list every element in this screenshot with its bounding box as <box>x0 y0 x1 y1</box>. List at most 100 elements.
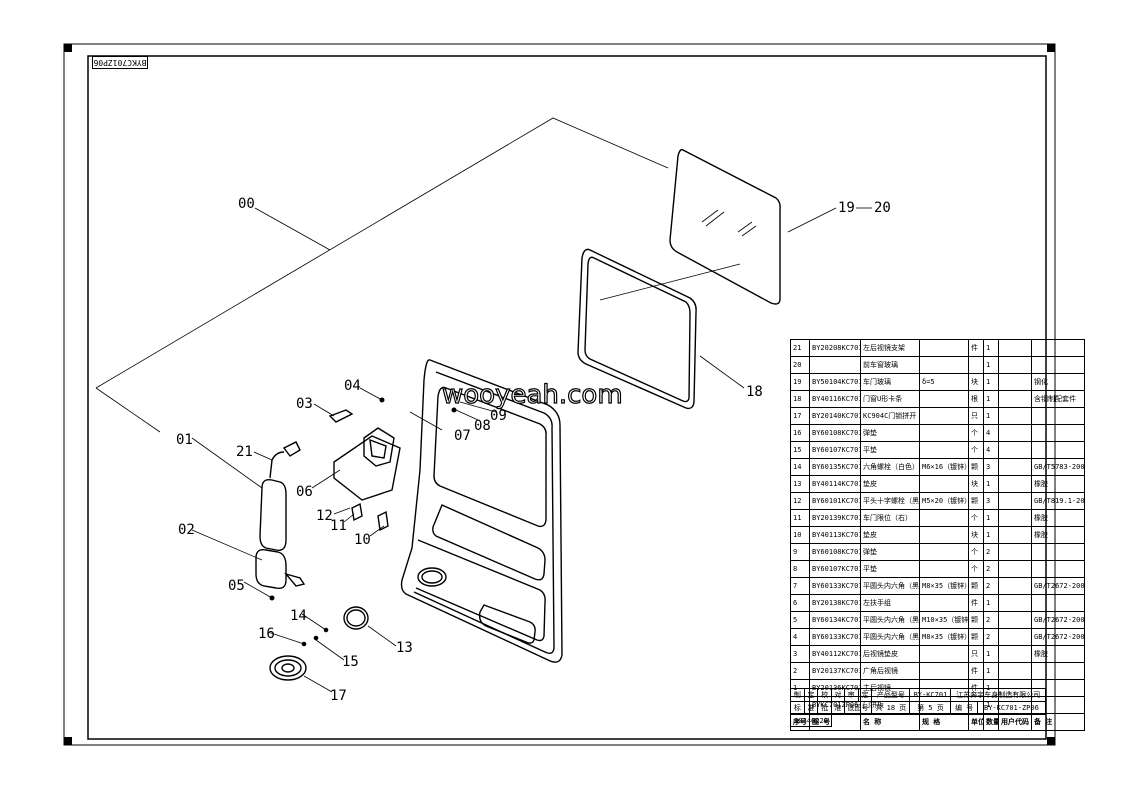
bom-cell-spec <box>919 543 969 561</box>
assembly-envelope <box>95 117 669 433</box>
bom-cell-spec <box>919 662 969 680</box>
bom-cell-qty: 1 <box>983 390 999 408</box>
bom-cell-qty: 2 <box>983 560 999 578</box>
bom-cell-qty: 1 <box>983 526 999 544</box>
bom-cell-mat <box>998 373 1032 391</box>
bom-cell-code: BY20140KC701 <box>809 407 861 425</box>
leader-lines <box>191 207 872 693</box>
callout-21: 21 <box>236 444 253 460</box>
callout-15: 15 <box>342 654 359 670</box>
bom-cell-name: 弹垫 <box>860 543 920 561</box>
bom-cell-qty: 2 <box>983 628 999 646</box>
callout-09: 09 <box>490 408 507 424</box>
bom-cell-name: 后视镜垫皮 <box>860 645 920 663</box>
bom-cell-unit: 个 <box>968 560 984 578</box>
bom-cell-code: BY60134KC701 <box>809 611 861 629</box>
bom-cell-no: 21 <box>790 339 810 357</box>
bom-cell-qty: 3 <box>983 492 999 510</box>
bom-cell-mat <box>998 492 1032 510</box>
callout-14: 14 <box>290 608 307 624</box>
bom-cell-unit: 只 <box>968 645 984 663</box>
bom-cell-spec: M5×20（镀锌） <box>919 492 969 510</box>
callout-11: 11 <box>330 518 347 534</box>
bom-cell-no: 4 <box>790 628 810 646</box>
title-cell: 标 <box>790 701 805 715</box>
title-cell: 制 <box>790 688 805 702</box>
callout-17: 17 <box>330 688 347 704</box>
bom-cell-note <box>1031 424 1085 442</box>
title-cell: 准 <box>803 701 819 715</box>
bom-row: 5BY60134KC701平圆头内六角（黑色）M10×35（镀锌）颗2GB/T2… <box>790 611 1085 629</box>
callout-07: 07 <box>454 428 471 444</box>
bom-cell-qty: 2 <box>983 577 999 595</box>
bom-cell-mat <box>998 458 1032 476</box>
bom-cell-qty: 4 <box>983 424 999 442</box>
bom-cell-no: 9 <box>790 543 810 561</box>
bom-cell-spec <box>919 441 969 459</box>
callout-13: 13 <box>396 640 413 656</box>
bom-cell-unit: 个 <box>968 543 984 561</box>
page-number: 第 5 页 <box>909 701 952 715</box>
bom-cell-no: 17 <box>790 407 810 425</box>
title-block: 制 定 校 对 审 定 产品型号 BY-KC701 江苏奔宇车身制造有限公司 标… <box>789 688 1047 727</box>
bom-cell-qty: 1 <box>983 509 999 527</box>
bom-cell-no: 5 <box>790 611 810 629</box>
bom-cell-name: 车门玻璃 <box>860 373 920 391</box>
bom-cell-note: 备 注 <box>1031 713 1085 731</box>
bom-cell-spec: M8×35（镀锌） <box>919 577 969 595</box>
bom-cell-unit: 块 <box>968 373 984 391</box>
title-cell: 准 <box>831 701 845 715</box>
title-cell: 对 <box>831 688 845 702</box>
bom-cell-note: GB/T2672-2004 <box>1031 577 1085 595</box>
bom-cell-note: 橡胶 <box>1031 475 1085 493</box>
bom-cell-mat <box>998 543 1032 561</box>
bom-cell-code <box>809 356 861 374</box>
bom-cell-note: 橡胶 <box>1031 526 1085 544</box>
bom-cell-qty: 1 <box>983 645 999 663</box>
bom-cell-note <box>1031 560 1085 578</box>
bom-cell-name: 车门限位（右） <box>860 509 920 527</box>
bom-cell-spec <box>919 390 969 408</box>
bom-cell-code: BY40112KC701 <box>809 645 861 663</box>
bom-cell-note: GB/T819.1-2000 <box>1031 492 1085 510</box>
bom-cell-qty: 1 <box>983 407 999 425</box>
door-panel <box>400 359 563 663</box>
bom-cell-spec <box>919 339 969 357</box>
bom-cell-code: BY60133KC701 <box>809 628 861 646</box>
bom-cell-no: 7 <box>790 577 810 595</box>
bom-cell-no: 16 <box>790 424 810 442</box>
title-cell: 批 <box>817 701 833 715</box>
bom-cell-mat <box>998 475 1032 493</box>
window-glass <box>669 148 781 305</box>
bom-cell-no: 2 <box>790 662 810 680</box>
bom-cell-no: 10 <box>790 526 810 544</box>
bom-cell-name: 六角螺栓（白色） <box>860 458 920 476</box>
bom-cell-mat <box>998 509 1032 527</box>
bom-cell-name: 垫皮 <box>860 475 920 493</box>
bom-cell-spec <box>919 407 969 425</box>
bom-cell-spec <box>919 356 969 374</box>
bom-cell-note: 钢化 <box>1031 373 1085 391</box>
bom-cell-code: BY20138KC701 <box>809 594 861 612</box>
bom-cell-qty: 1 <box>983 662 999 680</box>
bom-cell-mat <box>998 441 1032 459</box>
bom-cell-spec: δ=5 <box>919 373 969 391</box>
bom-cell-code: BY60107KC701 <box>809 441 861 459</box>
bom-cell-unit: 块 <box>968 475 984 493</box>
bom-cell-mat <box>998 628 1032 646</box>
bom-cell-note <box>1031 594 1085 612</box>
bom-cell-no: 15 <box>790 441 810 459</box>
bom-cell-note <box>1031 662 1085 680</box>
bom-cell-note <box>1031 407 1085 425</box>
bom-cell-name: 平头十字螺栓（黑色） <box>860 492 920 510</box>
bom-row: 12BY60101KC701平头十字螺栓（黑色）M5×20（镀锌）颗3GB/T8… <box>790 492 1085 510</box>
bom-cell-unit: 件 <box>968 339 984 357</box>
bom-cell-name: 广角后视镜 <box>860 662 920 680</box>
bom-row: 4BY60133KC701平圆头内六角（黑色）M8×35（镀锌）颗2GB/T26… <box>790 628 1085 646</box>
bom-cell-spec <box>919 475 969 493</box>
bom-cell-note <box>1031 543 1085 561</box>
